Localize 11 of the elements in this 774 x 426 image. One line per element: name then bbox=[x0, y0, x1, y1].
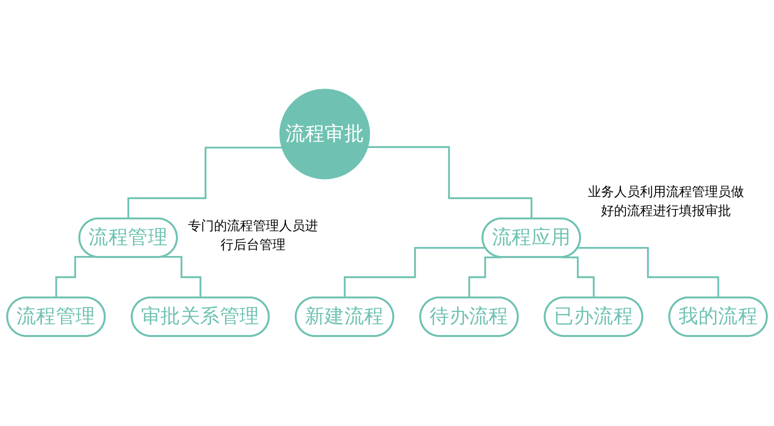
connector bbox=[344, 247, 486, 299]
connector bbox=[127, 146, 283, 220]
connector bbox=[55, 256, 94, 299]
node-circle: 流程审批 bbox=[279, 88, 370, 180]
connector bbox=[162, 256, 202, 299]
connector bbox=[578, 247, 720, 299]
connector bbox=[366, 146, 533, 220]
connector bbox=[468, 256, 502, 299]
connector bbox=[562, 256, 595, 299]
node-caption: 业务人员利用流程管理员做好的流程进行填报审批 bbox=[587, 184, 746, 221]
node-caption: 专门的流程管理人员进行后台管理 bbox=[186, 218, 319, 255]
